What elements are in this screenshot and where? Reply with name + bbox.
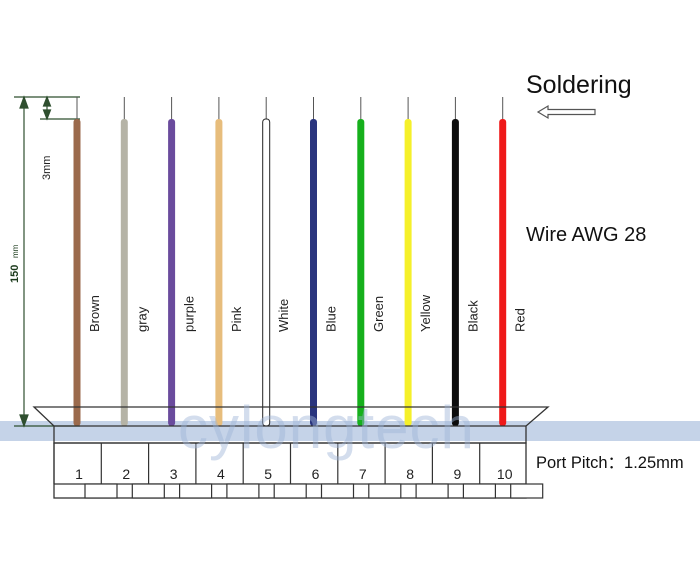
pin-foot [368,483,402,499]
port-pitch-label: Port Pitch：1.25mm [536,454,684,472]
pin-slot-7: 7 [337,443,402,499]
wire-label: White [276,299,291,332]
wires-group: Brown gray purple Pink White Blue Green Yellow B… [73,97,528,427]
port-number: 3 [170,466,178,482]
pin-slots: 1 2 3 4 5 6 7 8 9 10 [53,443,544,499]
wire-body [120,119,128,426]
wire-body [262,118,271,427]
wire-yellow: Yellow [404,97,433,426]
wire-label: Black [465,300,480,332]
wire-label: Yellow [418,294,433,332]
wire-body [310,119,317,426]
wire-label: Pink [229,306,244,332]
wire-gray: gray [120,97,149,426]
wire-body [404,119,412,426]
wire-black: Black [451,97,480,426]
pin-slot-2: 2 [100,443,165,499]
strip-length-label: 3mm [41,156,53,180]
port-number: 8 [406,466,414,482]
wire-white: White [262,97,291,427]
port-number: 2 [122,466,130,482]
left-arrow-icon [536,104,596,120]
pin-slot-10: 10 [479,443,544,499]
pin-foot [273,483,307,499]
port-number: 1 [75,466,83,482]
port-number: 6 [312,466,320,482]
port-number: 10 [497,466,513,482]
pin-foot [510,483,544,499]
wire-label: Green [371,296,386,332]
wire-label: Blue [324,306,339,332]
pin-slot-6: 6 [289,443,355,499]
dimension-markers [14,95,80,428]
wire-label: purple [182,296,197,332]
wire-body [73,119,81,426]
wire-body [499,119,507,426]
pin-slot-4: 4 [195,443,260,499]
pin-foot [179,483,213,499]
pin-foot [84,483,118,499]
wire-label: Brown [87,295,102,332]
pin-foot [462,483,496,499]
wire-body [215,119,223,426]
pin-foot [320,483,355,499]
pin-slot-5: 5 [242,443,307,499]
pin-slot-3: 3 [148,443,213,499]
wire-green: Green [357,97,386,426]
pin-foot [131,483,165,499]
pin-slot-8: 8 [384,443,449,499]
pin-slot-1: 1 [53,443,118,499]
wire-brown: Brown [73,97,102,426]
wire-body [168,119,176,426]
wire-spec-label: Wire AWG 28 [526,224,646,246]
wire-red: Red [499,97,528,426]
wire-purple: purple [168,97,197,426]
wire-body [451,119,459,426]
wire-body [357,119,365,426]
watermark: cylongtech [178,394,475,461]
wire-label: gray [134,306,149,332]
total-length-value: 150 [9,265,21,283]
port-number: 7 [359,466,367,482]
pin-foot [415,483,449,499]
total-length-unit: mm [11,244,20,258]
port-number: 4 [217,466,225,482]
pin-foot [226,483,260,499]
soldering-title: Soldering [526,71,632,99]
wire-label: Red [513,308,528,332]
port-number: 5 [264,466,272,482]
wire-pink: Pink [215,97,244,426]
port-number: 9 [454,466,462,482]
wire-blue: Blue [310,97,339,426]
